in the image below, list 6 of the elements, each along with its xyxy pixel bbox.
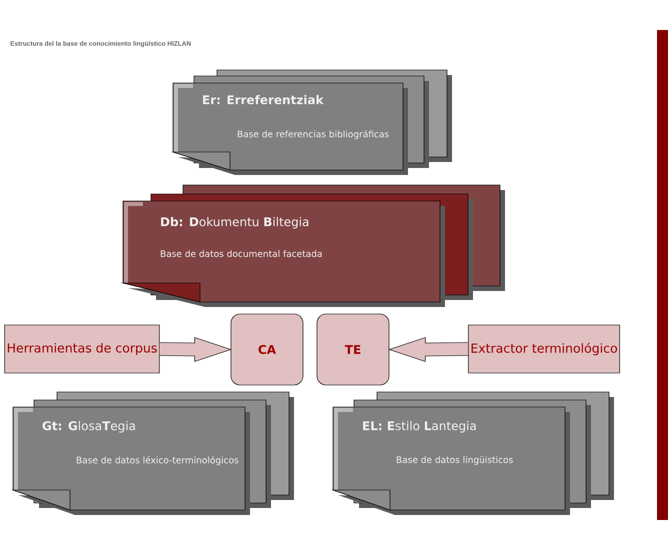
block-arrow (159, 337, 232, 362)
tool-box: Extractor terminológico (468, 324, 620, 374)
module-box: TE (316, 314, 390, 386)
tool-box: Herramientas de corpus (4, 324, 160, 374)
module-box: CA (230, 314, 304, 386)
block-arrow (388, 337, 468, 362)
